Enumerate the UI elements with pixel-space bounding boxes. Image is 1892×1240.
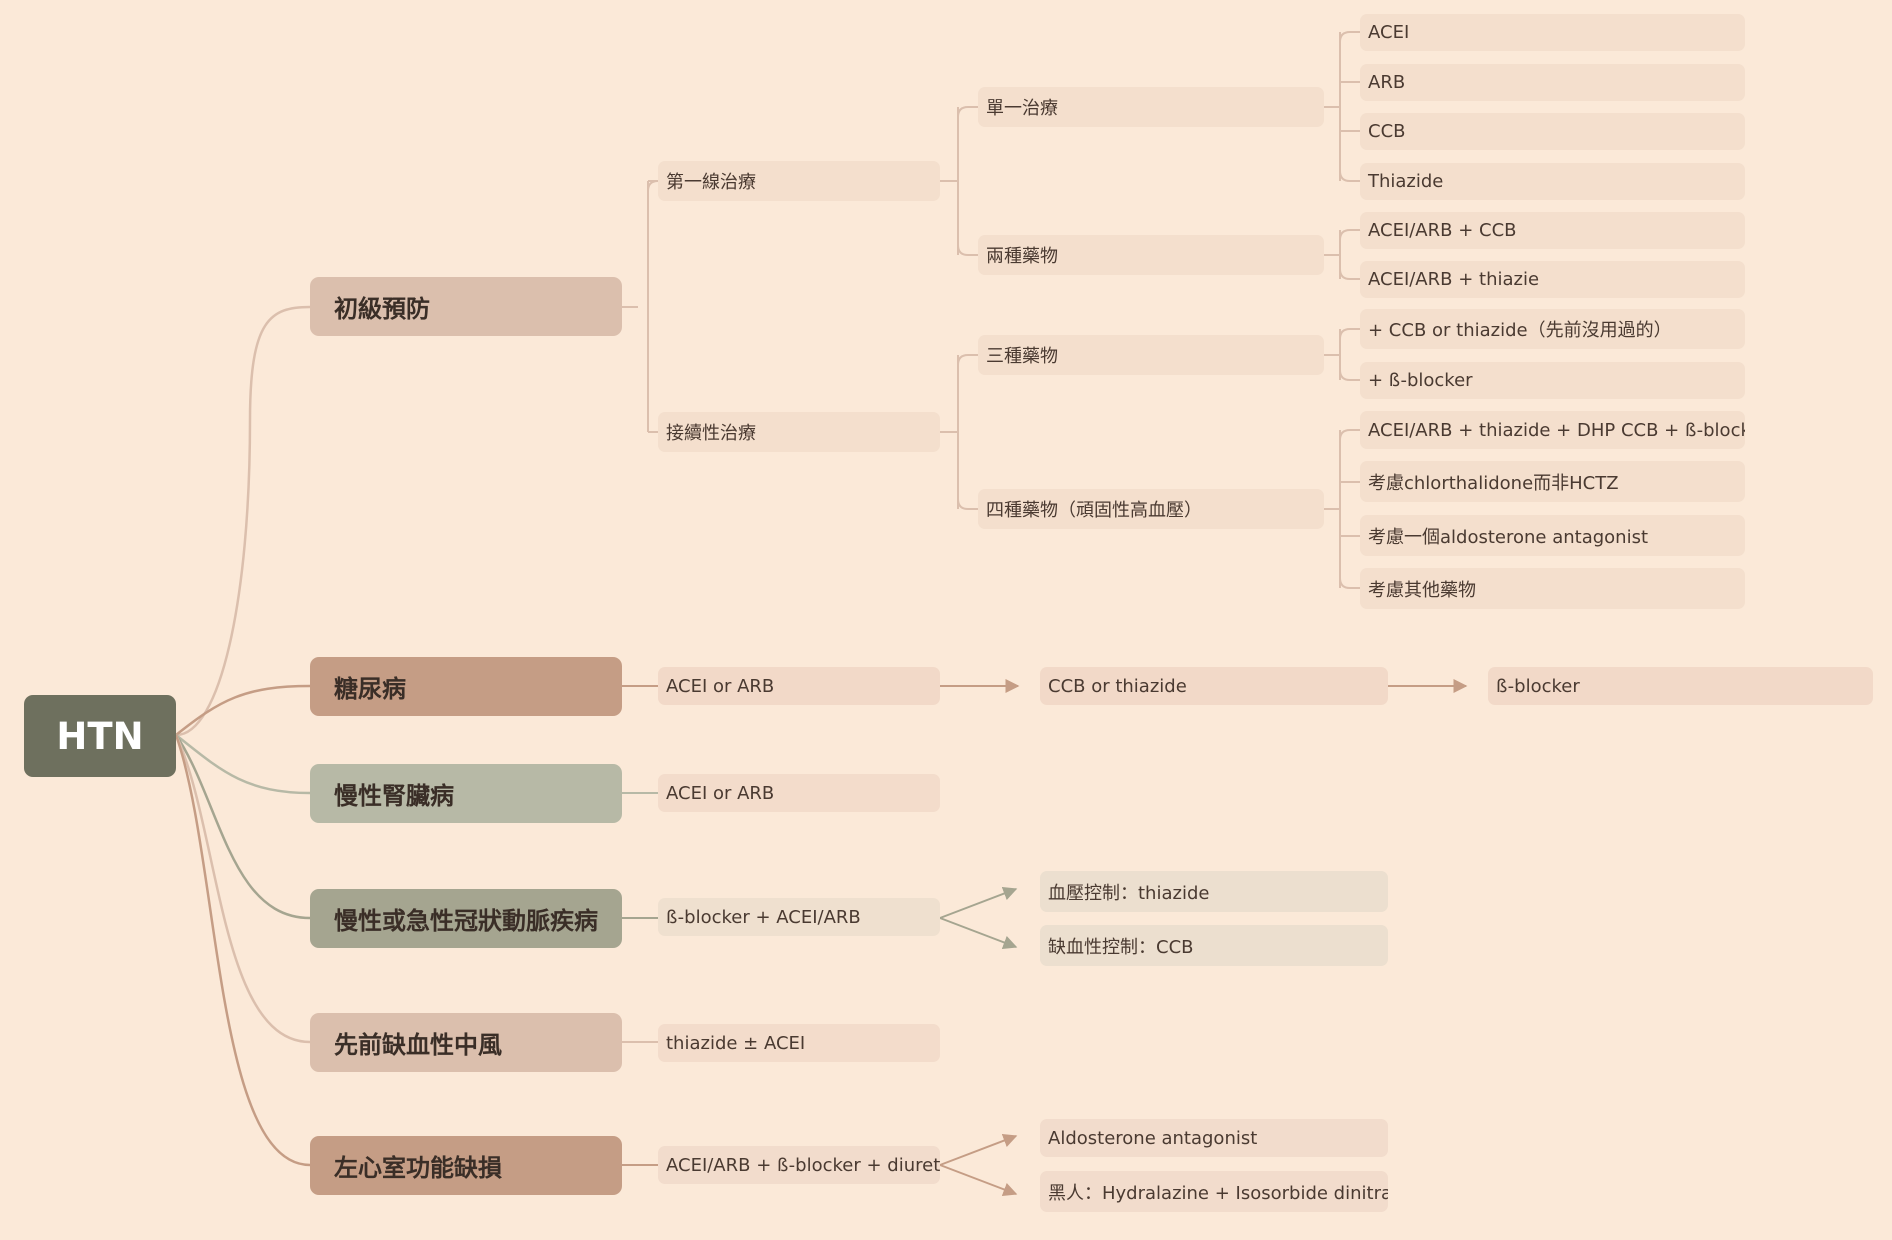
root-node-htn[interactable]: HTN [24,695,176,777]
node-first-line[interactable]: 第一線治療 [658,161,940,201]
leaf-acei[interactable]: ACEI [1360,14,1745,51]
diabetes-step2[interactable]: CCB or thiazide [1040,667,1388,705]
node-monotherapy[interactable]: 單一治療 [978,87,1324,127]
leaf-chlorthalidone[interactable]: 考慮chlorthalidone而非HCTZ [1360,461,1745,502]
lvd-option-aldosterone[interactable]: Aldosterone antagonist [1040,1119,1388,1157]
node-three-drugs[interactable]: 三種藥物 [978,335,1324,375]
diabetes-step3[interactable]: ß-blocker [1488,667,1873,705]
leaf-arb[interactable]: ARB [1360,64,1745,101]
leaf-aldosterone-antagonist[interactable]: 考慮一個aldosterone antagonist [1360,515,1745,556]
leaf-acei-arb-thiazie[interactable]: ACEI/ARB + thiazie [1360,261,1745,298]
ckd-step1[interactable]: ACEI or ARB [658,774,940,812]
branch-lv-dysfunction[interactable]: 左心室功能缺損 [310,1136,622,1195]
leaf-other-drugs[interactable]: 考慮其他藥物 [1360,568,1745,609]
lvd-option-hydralazine[interactable]: 黑人：Hydralazine + Isosorbide dinitrate [1040,1171,1388,1212]
branch-prior-stroke[interactable]: 先前缺血性中風 [310,1013,622,1072]
leaf-thiazide[interactable]: Thiazide [1360,163,1745,200]
lvd-step1[interactable]: ACEI/ARB + ß-blocker + diuretic [658,1146,940,1184]
leaf-plus-ccb-or-thiazide[interactable]: + CCB or thiazide（先前沒用過的） [1360,309,1745,349]
branch-ckd[interactable]: 慢性腎臟病 [310,764,622,823]
leaf-ccb[interactable]: CCB [1360,113,1745,150]
cad-step1[interactable]: ß-blocker + ACEI/ARB [658,898,940,936]
stroke-step1[interactable]: thiazide ± ACEI [658,1024,940,1062]
leaf-plus-beta-blocker[interactable]: + ß-blocker [1360,362,1745,399]
branch-primary-prevention[interactable]: 初級預防 [310,277,622,336]
leaf-four-drug-combo[interactable]: ACEI/ARB + thiazide + DHP CCB + ß-blocke… [1360,411,1745,449]
cad-option-bp-control[interactable]: 血壓控制：thiazide [1040,871,1388,912]
branch-cad[interactable]: 慢性或急性冠狀動脈疾病 [310,889,622,948]
branch-diabetes[interactable]: 糖尿病 [310,657,622,716]
node-subsequent[interactable]: 接續性治療 [658,412,940,452]
node-two-drugs[interactable]: 兩種藥物 [978,235,1324,275]
node-four-drugs[interactable]: 四種藥物（頑固性高血壓） [978,489,1324,529]
cad-option-ischemia-control[interactable]: 缺血性控制：CCB [1040,925,1388,966]
leaf-acei-arb-ccb[interactable]: ACEI/ARB + CCB [1360,212,1745,249]
diabetes-step1[interactable]: ACEI or ARB [658,667,940,705]
